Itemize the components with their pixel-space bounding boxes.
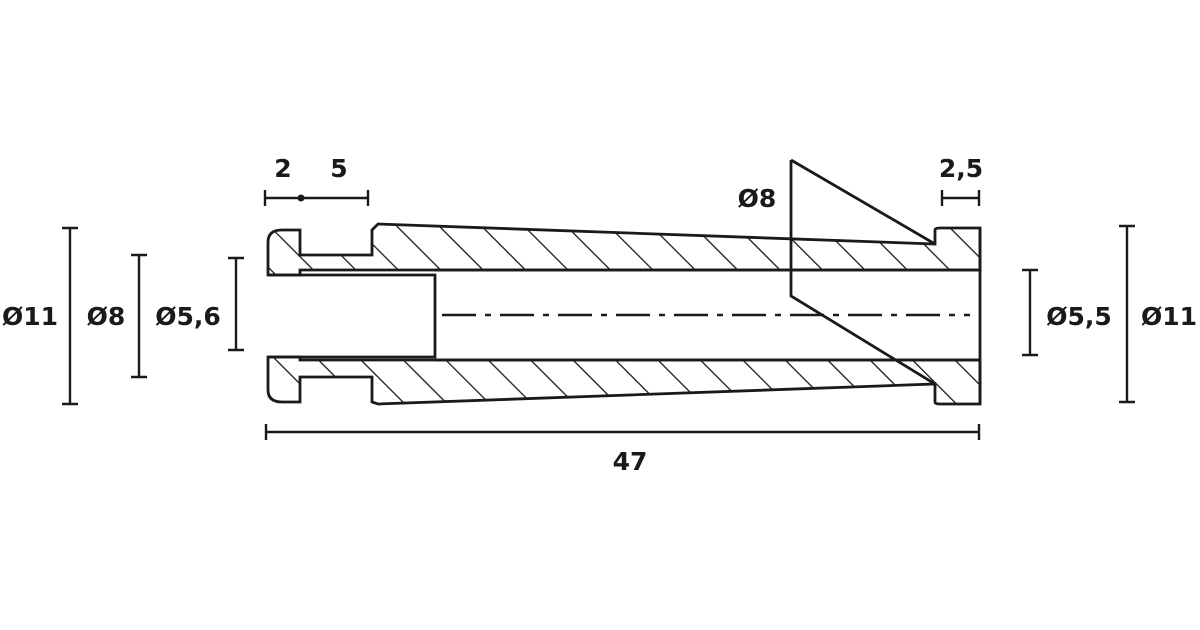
right-outer-dim-line: [1119, 224, 1135, 404]
left-groove-diameter-label: Ø8: [87, 302, 126, 331]
main-bore: [435, 268, 980, 362]
flap-diameter-label: Ø8: [738, 184, 777, 213]
lower-wall-section: [266, 355, 982, 406]
left-outer-diameter-label: Ø11: [2, 302, 58, 331]
flap: [789, 158, 936, 386]
right-outer-diameter-label: Ø11: [1141, 302, 1197, 331]
right-bore-diameter-label: Ø5,5: [1046, 302, 1112, 331]
collar-groove-dim-point: [297, 194, 305, 202]
groove-width-label: 5: [330, 154, 347, 183]
upper-wall-section: [266, 222, 982, 277]
part-section: [266, 222, 982, 406]
end-collar-dim-line: [940, 190, 981, 206]
dimension-labels: Ø11 Ø8 Ø5,6 Ø5,5 Ø11 Ø8 2 5 2,5 47: [2, 154, 1197, 476]
left-bore-dim-line: [228, 256, 244, 352]
left-collar-bore: [268, 273, 437, 359]
dimension-lines: [62, 190, 1135, 440]
total-length-dim-line: [264, 424, 981, 440]
left-outer-dim-line: [62, 226, 78, 406]
left-bore-diameter-label: Ø5,6: [155, 302, 221, 331]
collar-width-label: 2: [274, 154, 291, 183]
total-length-label: 47: [613, 447, 648, 476]
end-collar-width-label: 2,5: [939, 154, 983, 183]
flap-outline: [789, 158, 936, 386]
collar-groove-dim-line: [263, 190, 370, 206]
left-groove-dim-line: [131, 253, 147, 379]
right-bore-dim-line: [1022, 268, 1038, 357]
